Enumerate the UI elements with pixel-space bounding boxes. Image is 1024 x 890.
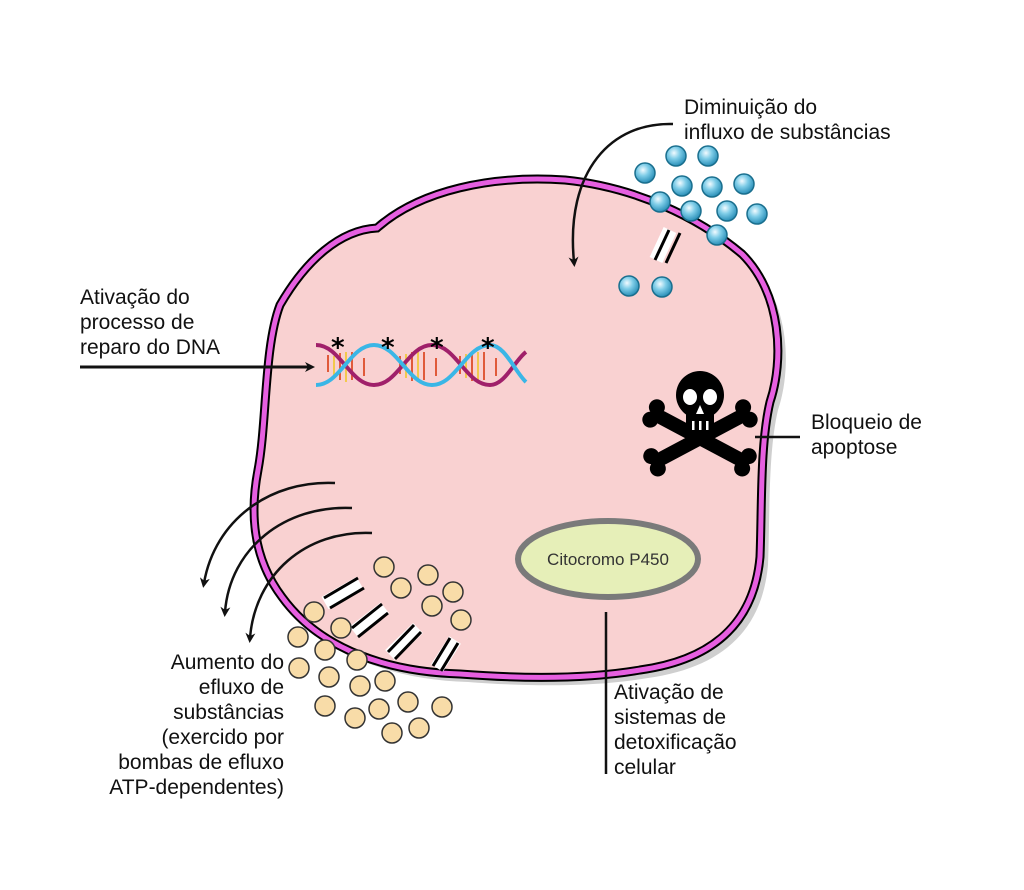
detox-label: Ativação de sistemas de detoxificação ce…	[614, 680, 737, 780]
detox-label-line: Ativação de	[614, 681, 724, 704]
dna-repair-label-line: Ativação do	[80, 286, 190, 309]
apoptosis-label: Bloqueio de apoptose	[811, 410, 922, 460]
influx-label-line: Diminuição do	[684, 96, 818, 119]
efflux-label-line: bombas de efluxo	[118, 751, 284, 774]
efflux-label-line: Aumento do	[170, 651, 284, 674]
efflux-particles	[287, 556, 472, 744]
apoptosis-label-line: apoptose	[811, 436, 898, 459]
efflux-label-line: substâncias	[173, 701, 284, 724]
cytochrome-p450-organelle: Citocromo P450	[515, 518, 701, 600]
cell-membrane-inner	[251, 176, 781, 680]
svg-text:*: *	[381, 333, 395, 363]
influx-label-line: influxo de substâncias	[684, 121, 891, 144]
cytochrome-p450-label: Citocromo P450	[547, 550, 669, 569]
dna-repair-label-line: reparo do DNA	[80, 336, 221, 359]
svg-text:*: *	[481, 333, 495, 363]
dna-repair-label: Ativação do processo de reparo do DNA	[80, 285, 220, 360]
influx-channel	[649, 227, 682, 264]
efflux-label-line: ATP-dependentes)	[109, 776, 284, 799]
efflux-arrows	[199, 481, 373, 643]
svg-text:*: *	[430, 333, 444, 363]
detox-label-line: celular	[614, 756, 676, 779]
dna-repair-label-line: processo de	[80, 311, 195, 334]
efflux-label-line: efluxo de	[198, 676, 284, 699]
skull-crossbones-icon	[642, 371, 758, 477]
dna-helix-icon: * * * *	[315, 333, 528, 388]
svg-text:*: *	[331, 333, 345, 363]
apoptosis-label-line: Bloqueio de	[811, 411, 922, 434]
efflux-label-line: (exercido por	[161, 726, 284, 749]
influx-label: Diminuição do influxo de substâncias	[684, 95, 891, 145]
influx-arrow	[568, 122, 674, 267]
detox-label-line: sistemas de	[614, 706, 727, 729]
detox-label-line: detoxificação	[614, 731, 737, 754]
efflux-pumps	[321, 576, 461, 672]
influx-particles	[618, 145, 768, 298]
efflux-label: Aumento do efluxo de substâncias (exerci…	[109, 650, 284, 800]
